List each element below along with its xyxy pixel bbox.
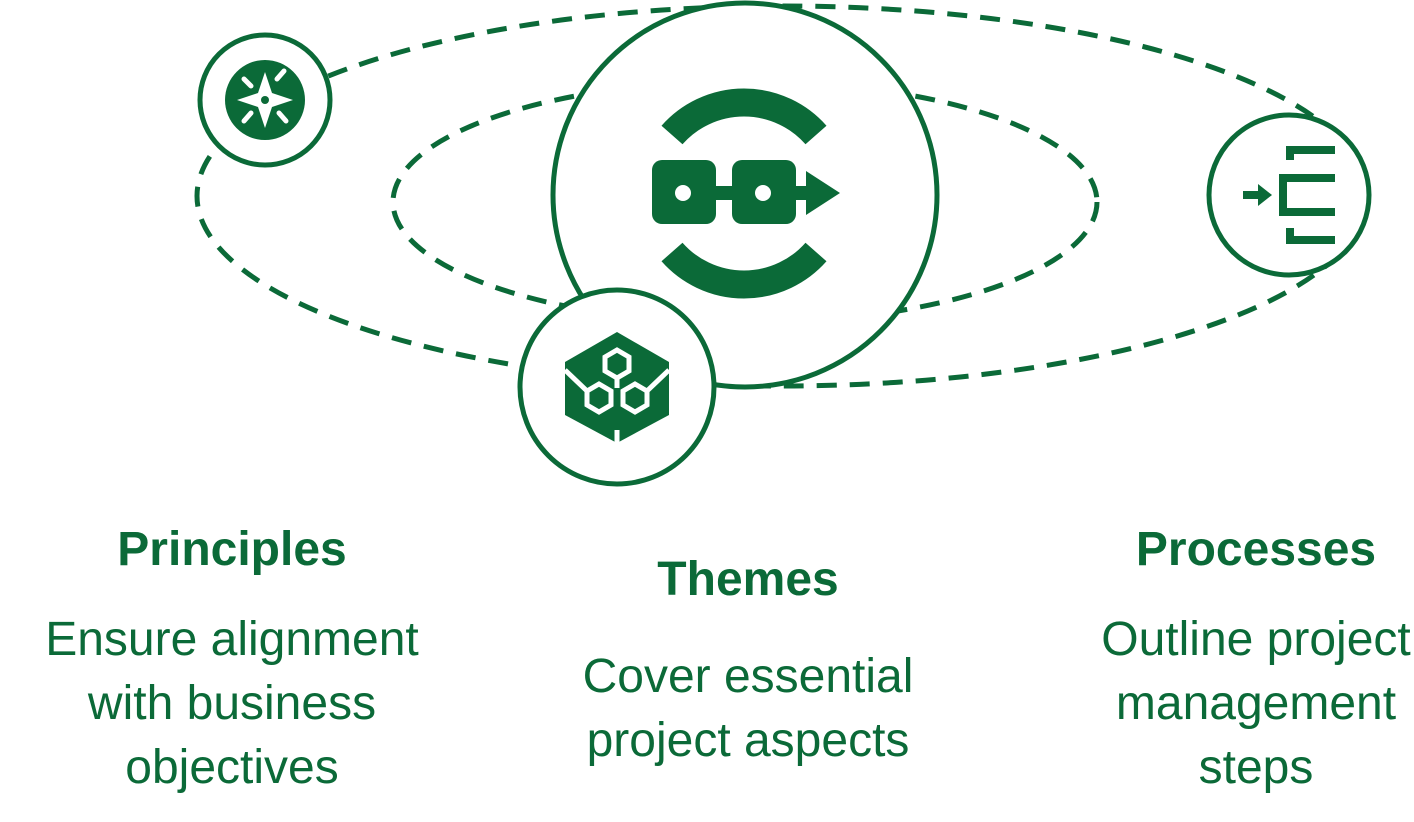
hexagon-cube-icon bbox=[563, 332, 671, 445]
principles-line-1: Ensure alignment bbox=[45, 613, 419, 666]
principles-title: Principles bbox=[117, 523, 347, 576]
processes-column: Processes Outline project management ste… bbox=[1046, 522, 1414, 800]
principles-column: Principles Ensure alignment with busines… bbox=[12, 522, 452, 800]
orbit-diagram bbox=[194, 0, 1372, 487]
principles-node bbox=[197, 32, 333, 168]
arrow-head bbox=[1258, 184, 1272, 206]
processes-description: Outline project management steps bbox=[1046, 608, 1414, 800]
compass-icon bbox=[225, 60, 305, 140]
processes-line-1: Outline project bbox=[1101, 613, 1411, 666]
processes-title: Processes bbox=[1135, 523, 1377, 576]
principles-line-3: objectives bbox=[125, 741, 339, 794]
inner-orbit bbox=[390, 78, 1100, 326]
themes-line-1: Cover essential bbox=[582, 650, 914, 703]
themes-description: Cover essential project aspects bbox=[528, 645, 968, 773]
principles-description: Ensure alignment with business objective… bbox=[12, 608, 452, 800]
hexagon-node bbox=[517, 287, 717, 487]
themes-node bbox=[550, 0, 940, 390]
principles-line-2: with business bbox=[87, 677, 377, 730]
processes-line-3: steps bbox=[1198, 741, 1314, 794]
themes-title: Themes bbox=[657, 553, 839, 606]
processes-node bbox=[1206, 112, 1372, 278]
processes-line-2: management bbox=[1115, 677, 1397, 730]
themes-line-2: project aspects bbox=[586, 714, 910, 767]
themes-column: Themes Cover essential project aspects bbox=[528, 552, 968, 773]
cycle-flow-icon bbox=[652, 88, 840, 299]
